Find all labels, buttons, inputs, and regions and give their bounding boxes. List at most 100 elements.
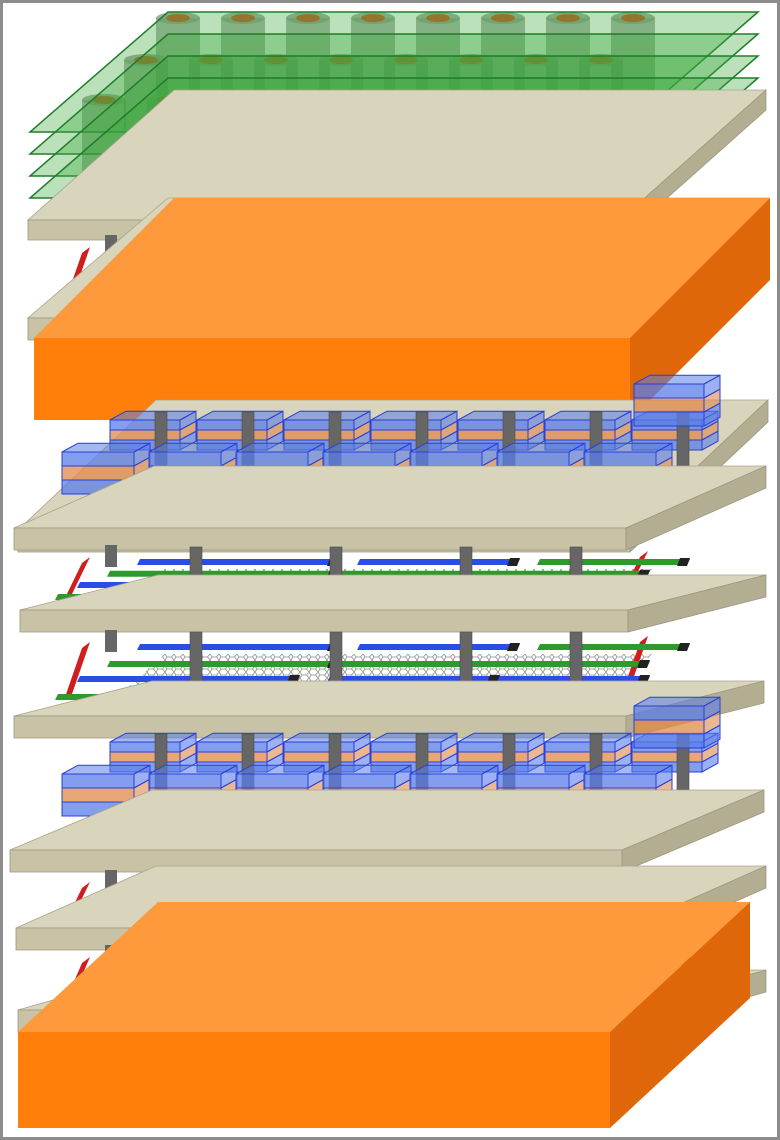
stack-cubes-1-raised xyxy=(633,374,721,427)
stack-cubes-1-front-6-top xyxy=(583,442,673,453)
stack-cubes-1-back-2-front-1 xyxy=(283,429,355,441)
interconnect-3-wire-cap-1 xyxy=(507,643,520,651)
interconnect-3-red-edge xyxy=(64,642,90,700)
stack-cubes-2-back-0-front-1 xyxy=(109,751,181,763)
cylinder-cap-1-3 xyxy=(329,56,353,64)
stack-cubes-2-front-4-front-0 xyxy=(409,773,483,789)
board-5 xyxy=(19,574,767,633)
cylinder-cap-0-0 xyxy=(166,14,190,22)
stack-cubes-2-front-5-top xyxy=(496,764,586,775)
board-4-side xyxy=(625,465,767,551)
stack-cubes-2-front-2-top xyxy=(235,764,325,775)
stack-cubes-1-back-2-front-0 xyxy=(283,419,355,431)
stack-cubes-2-raised xyxy=(633,696,721,749)
stack-cubes-1-front-6-front-0 xyxy=(583,451,657,467)
stack-cubes-2-back-4-top xyxy=(457,732,545,743)
stack-cubes-2-front-3-front-0 xyxy=(322,773,396,789)
interconnect-2-wire-2 xyxy=(537,559,690,565)
interconnect-3-wire-cap-4 xyxy=(637,660,650,668)
substrate-bottom-side xyxy=(610,902,750,1128)
cylinder-cap-0-3 xyxy=(361,14,385,22)
cylinder-cap-1-6 xyxy=(524,56,548,64)
stack-cubes-1-back-0-front-1 xyxy=(109,429,181,441)
stack-cubes-1-front-5-top xyxy=(496,442,586,453)
board-5-front xyxy=(19,609,629,633)
cylinder-cap-1-4 xyxy=(394,56,418,64)
stack-cubes-1-front-2-top xyxy=(235,442,325,453)
stack-cubes-2-back-1-front-1 xyxy=(196,751,268,763)
substrate-top-front xyxy=(34,338,630,420)
board-6 xyxy=(13,680,765,739)
interconnect-2-wire-0 xyxy=(137,559,340,565)
substrate-top-top xyxy=(34,198,770,338)
stack-cubes-2-back-0-top xyxy=(109,732,197,743)
interconnect-3-wire-3 xyxy=(107,661,340,667)
cylinder-cap-2-0 xyxy=(92,96,116,104)
stack-cubes-1-raised-top xyxy=(633,374,721,385)
stack-cubes-1-back-4-front-1 xyxy=(457,429,529,441)
stack-cubes-1-back-3-front-0 xyxy=(370,419,442,431)
stack-cubes-2-front-0-front-0 xyxy=(61,773,135,789)
stack-cubes-1-back-0-front-0 xyxy=(109,419,181,431)
stack-cubes-2-front-0-top xyxy=(61,764,151,775)
stack-cubes-2-front-6-front-0 xyxy=(583,773,657,789)
cylinder-cap-1-2 xyxy=(264,56,288,64)
interconnect-2-wire-1 xyxy=(357,559,520,565)
stack-cubes-2-front-5-front-0 xyxy=(496,773,570,789)
stack-cubes-2-raised-front-1 xyxy=(633,719,705,735)
stack-cubes-1-front-2-front-0 xyxy=(235,451,309,467)
stack-cubes-1-front-0 xyxy=(61,442,151,495)
cylinder-cap-0-6 xyxy=(556,14,580,22)
stack-cubes-2-raised-top xyxy=(633,696,721,707)
cylinder-cap-0-5 xyxy=(491,14,515,22)
cylinder-cap-1-7 xyxy=(589,56,613,64)
cylinder-cap-0-4 xyxy=(426,14,450,22)
stack-cubes-1-back-6-front-1 xyxy=(631,429,703,441)
board-7 xyxy=(9,789,765,873)
stack-cubes-1-front-1-front-0 xyxy=(148,451,222,467)
interconnect-3-via-short xyxy=(105,630,117,652)
stack-cubes-2-back-6-side-2 xyxy=(701,752,719,773)
layer-stack-diagram xyxy=(9,11,770,1128)
stack-cubes-1-front-4-front-0 xyxy=(409,451,483,467)
stack-cubes-2-back-3-front-0 xyxy=(370,741,442,753)
stack-cubes-2-front-1-top xyxy=(148,764,238,775)
interconnect-2-wire-cap-2 xyxy=(677,558,690,566)
stack-cubes-1-front-1-top xyxy=(148,442,238,453)
stack-cubes-2-front-2-front-0 xyxy=(235,773,309,789)
stack-cubes-2-back-4-front-1 xyxy=(457,751,529,763)
stack-cubes-1-back-3-top xyxy=(370,410,458,421)
stack-cubes-1-back-5-front-1 xyxy=(544,429,616,441)
stack-cubes-2-front-1-front-0 xyxy=(148,773,222,789)
stack-cubes-1-back-4-front-0 xyxy=(457,419,529,431)
stack-cubes-1-back-1-front-0 xyxy=(196,419,268,431)
stack-cubes-2-back-1-front-0 xyxy=(196,741,268,753)
stack-cubes-2-raised-front-2 xyxy=(633,733,705,749)
interconnect-2-via-short xyxy=(105,545,117,567)
stack-cubes-1-back-4-top xyxy=(457,410,545,421)
stack-cubes-2-front-4-top xyxy=(409,764,499,775)
interconnect-3-via-0 xyxy=(189,631,203,687)
interconnect-3-wire-cap-2 xyxy=(677,643,690,651)
cylinder-cap-0-2 xyxy=(296,14,320,22)
interconnect-3-wire-4 xyxy=(337,661,650,667)
stack-cubes-1-back-5-top xyxy=(544,410,632,421)
stack-cubes-1-back-5-front-0 xyxy=(544,419,616,431)
stack-cubes-1-back-1-top xyxy=(196,410,284,421)
substrate-bottom xyxy=(18,902,750,1128)
stack-cubes-2-back-0-front-0 xyxy=(109,741,181,753)
stack-cubes-1-raised-front-0 xyxy=(633,383,705,399)
stack-cubes-2-back-4-front-0 xyxy=(457,741,529,753)
stack-cubes-2-back-3-front-1 xyxy=(370,751,442,763)
stack-cubes-2-back-1-top xyxy=(196,732,284,743)
interconnect-3-mesh-1 xyxy=(140,666,638,678)
board-4 xyxy=(13,465,767,551)
stack-cubes-2-back-2-top xyxy=(283,732,371,743)
cylinder-cap-1-5 xyxy=(459,56,483,64)
cylinder-cap-0-7 xyxy=(621,14,645,22)
interconnect-2-wire-cap-1 xyxy=(507,558,520,566)
stack-cubes-2-back-5-front-1 xyxy=(544,751,616,763)
stack-cubes-2-front-6-top xyxy=(583,764,673,775)
interconnect-3-wire-0 xyxy=(137,644,340,650)
